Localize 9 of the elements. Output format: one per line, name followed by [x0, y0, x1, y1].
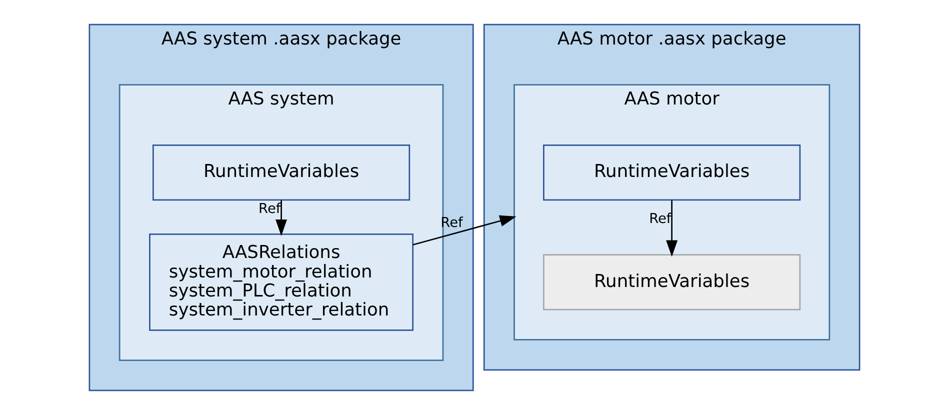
arrow	[412, 215, 516, 246]
node-box: AASRelations system_motor_relation system_PLC_relation system_inverter_relation	[148, 234, 414, 331]
arrow	[666, 200, 678, 257]
edge-label: Ref	[258, 201, 280, 218]
arrow	[275, 200, 287, 236]
node-box: RuntimeVariables	[152, 144, 410, 201]
node-box: RuntimeVariables	[542, 144, 800, 201]
node-box: RuntimeVariables	[542, 254, 800, 310]
edge-label: Ref	[648, 211, 671, 228]
